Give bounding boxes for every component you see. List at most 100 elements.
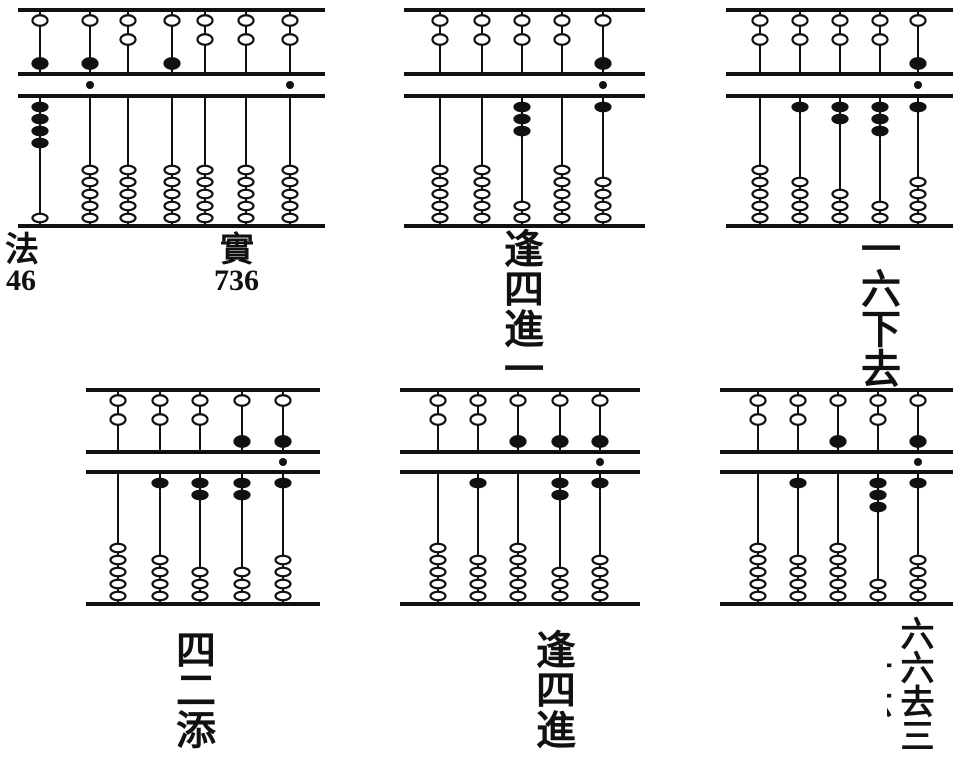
bead-lower-active [871, 125, 889, 137]
bead-lower-active [233, 477, 251, 489]
bead-upper [119, 14, 137, 27]
bead-upper [196, 33, 214, 46]
unit-point-dot [914, 81, 922, 89]
bead-lower [196, 176, 214, 188]
bead-lower [869, 590, 887, 602]
unit-point-dot [279, 458, 287, 466]
dividend-value: 736 [214, 264, 259, 297]
bead-lower-active [191, 489, 209, 501]
abacus-diagram-1 [18, 8, 325, 228]
bead-lower [789, 578, 807, 590]
bead-lower-active [513, 101, 531, 113]
bead-lower [751, 176, 769, 188]
bead-upper [281, 33, 299, 46]
bead-lower-active [31, 113, 49, 125]
bead-lower [431, 200, 449, 212]
bead-upper-active [233, 435, 251, 448]
bead-lower [751, 164, 769, 176]
bead-lower [791, 188, 809, 200]
bead-lower-active [551, 489, 569, 501]
bead-upper [869, 413, 887, 426]
bead-upper [119, 33, 137, 46]
bead-lower [829, 542, 847, 554]
bead-lower [751, 200, 769, 212]
bead-lower [281, 212, 299, 224]
bead-lower [553, 212, 571, 224]
bead-upper [196, 14, 214, 27]
bead-lower [909, 554, 927, 566]
bead-lower [473, 188, 491, 200]
bead-lower-active [909, 477, 927, 489]
bead-lower [829, 554, 847, 566]
bead-upper [871, 33, 889, 46]
bead-lower [119, 176, 137, 188]
bead-lower [591, 590, 609, 602]
bead-lower [594, 200, 612, 212]
bead-upper [829, 394, 847, 407]
bead-lower [473, 200, 491, 212]
bead-upper [909, 394, 927, 407]
bead-lower-active [31, 101, 49, 113]
bead-lower [509, 578, 527, 590]
bead-lower-active [909, 101, 927, 113]
unit-point-dot [599, 81, 607, 89]
bead-lower-active [831, 101, 849, 113]
bead-lower [791, 200, 809, 212]
bead-lower [473, 212, 491, 224]
bead-lower-active [869, 489, 887, 501]
bead-lower-active [513, 125, 531, 137]
bead-lower [469, 554, 487, 566]
bead-lower [109, 554, 127, 566]
bead-lower-active [831, 113, 849, 125]
bead-upper-active [594, 57, 612, 70]
bead-lower [281, 164, 299, 176]
bead-lower [553, 200, 571, 212]
bead-lower [151, 554, 169, 566]
bead-lower [119, 212, 137, 224]
bead-upper [553, 33, 571, 46]
unit-point-dot [86, 81, 94, 89]
bead-lower [237, 212, 255, 224]
bead-lower-active [551, 477, 569, 489]
bead-lower [551, 590, 569, 602]
bead-lower [431, 176, 449, 188]
bead-upper [233, 394, 251, 407]
bead-lower-active [871, 113, 889, 125]
bead-lower [469, 566, 487, 578]
bead-lower [831, 212, 849, 224]
bead-upper [281, 14, 299, 27]
rule-label-2: 逢四進一十 [497, 228, 544, 388]
bead-lower [831, 188, 849, 200]
bead-lower [594, 188, 612, 200]
bead-lower [429, 590, 447, 602]
bead-upper [871, 14, 889, 27]
bead-upper [591, 394, 609, 407]
bead-lower-active [591, 477, 609, 489]
bead-lower [237, 164, 255, 176]
bead-upper [751, 33, 769, 46]
bead-lower-active [871, 101, 889, 113]
bead-lower [909, 590, 927, 602]
bead-lower [196, 212, 214, 224]
bead-lower [469, 590, 487, 602]
bead-upper [594, 14, 612, 27]
bead-upper [791, 33, 809, 46]
bead-upper [274, 394, 292, 407]
bead-lower [473, 164, 491, 176]
bead-lower [591, 554, 609, 566]
bead-lower [151, 590, 169, 602]
bead-lower [163, 212, 181, 224]
bead-lower [163, 188, 181, 200]
bead-lower-active [869, 501, 887, 513]
bead-upper [749, 413, 767, 426]
bead-lower [191, 578, 209, 590]
bead-lower [591, 566, 609, 578]
bead-lower [509, 566, 527, 578]
bead-upper [791, 14, 809, 27]
bead-lower [871, 212, 889, 224]
bead-lower [789, 554, 807, 566]
divisor-label: 法 [5, 230, 39, 270]
bead-lower [233, 590, 251, 602]
bead-upper [513, 33, 531, 46]
bead-lower [909, 212, 927, 224]
